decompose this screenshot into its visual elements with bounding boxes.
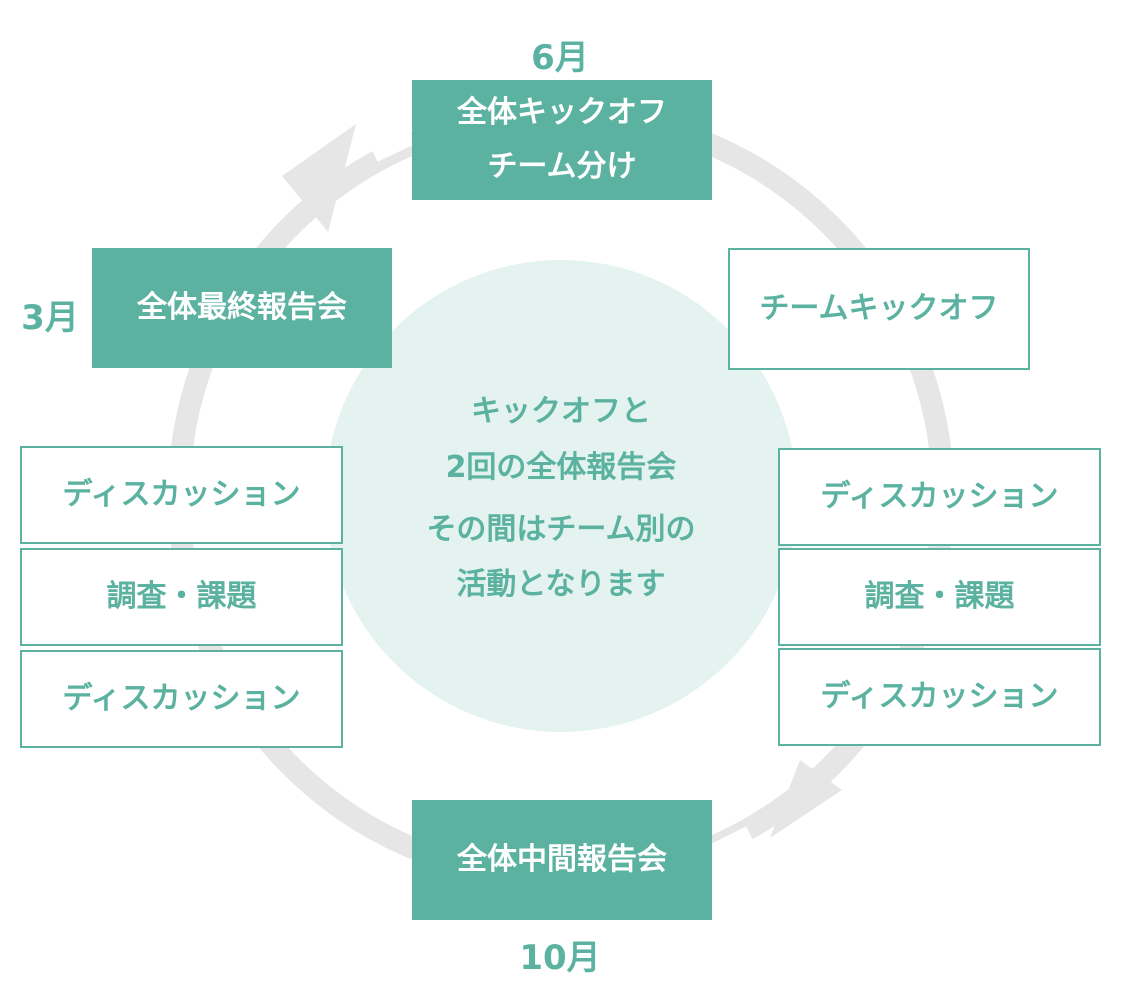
left-step-2-label: 調査・課題 [106,579,257,614]
month-june: 6月 [531,38,589,78]
milestone-final-report: 全体最終報告会 [92,248,392,368]
center-circle [325,260,797,732]
month-march: 3月 [21,298,79,338]
left-step-1: ディスカッション [20,446,343,544]
left-step-3-label: ディスカッション [62,681,301,716]
right-step-1: ディスカッション [778,448,1101,546]
step-team-kickoff-label: チームキックオフ [759,291,999,326]
left-step-3: ディスカッション [20,650,343,748]
center-text-line2: 2回の全体報告会 [445,450,677,485]
right-step-3-label: ディスカッション [820,679,1059,714]
milestone-interim-report: 全体中間報告会 [412,800,712,920]
milestone-final-report-label: 全体最終報告会 [137,290,347,325]
milestone-kickoff-line1: 全体キックオフ [457,95,667,130]
left-step-2: 調査・課題 [20,548,343,646]
ring-gap-bottom [706,826,758,870]
month-october: 10月 [519,938,601,978]
right-step-1-label: ディスカッション [820,479,1059,514]
center-text-line3: その間はチーム別の [426,512,696,547]
milestone-interim-report-label: 全体中間報告会 [457,842,667,877]
milestone-kickoff: 全体キックオフ チーム分け [412,80,712,200]
arrowhead-top-left [282,124,356,232]
arrowhead-bottom-right [770,760,842,838]
right-step-2: 調査・課題 [778,548,1101,646]
right-step-3: ディスカッション [778,648,1101,746]
left-step-1-label: ディスカッション [62,477,301,512]
step-team-kickoff: チームキックオフ [728,248,1030,370]
center-text-line4: 活動となります [456,567,666,602]
milestone-kickoff-line2: チーム分け [487,149,637,184]
right-step-2-label: 調査・課題 [864,579,1015,614]
center-text-line1: キックオフと [471,394,651,429]
ring-gap-top [366,120,416,162]
